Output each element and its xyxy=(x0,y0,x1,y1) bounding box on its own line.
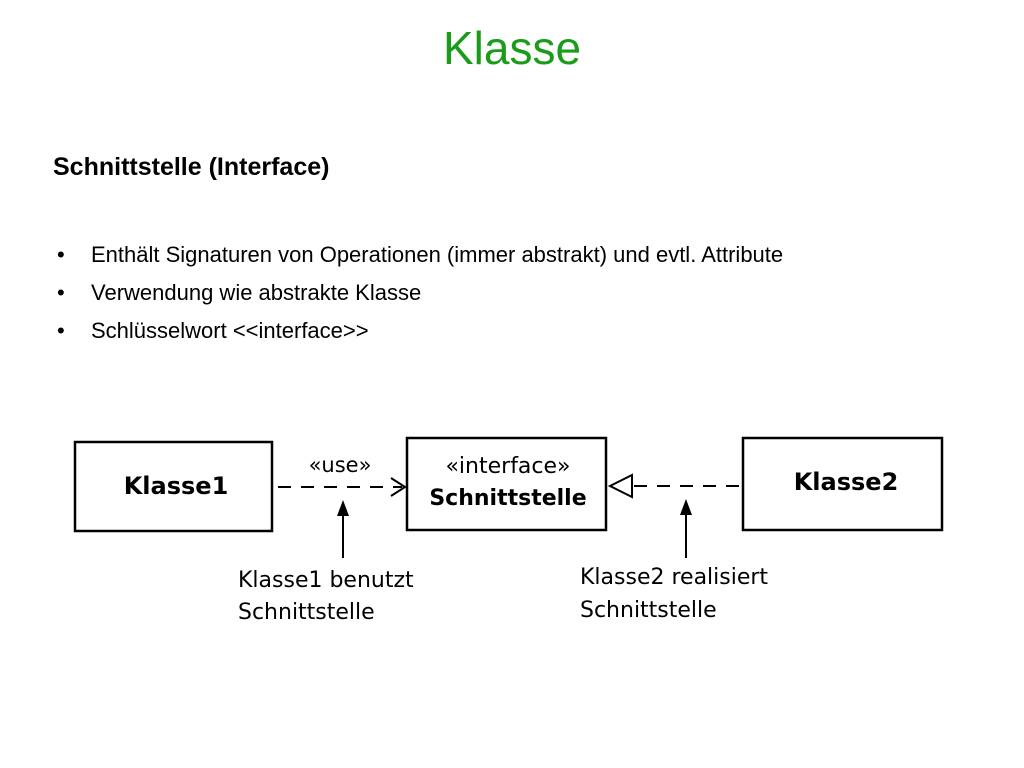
interface-label: Schnittstelle xyxy=(429,486,586,511)
bullet-dot-icon: • xyxy=(57,280,65,305)
realization-arrow xyxy=(607,473,741,499)
interface-box: «interface» Schnittstelle xyxy=(405,436,608,532)
bullet-item: • Enthält Signaturen von Operationen (im… xyxy=(53,236,783,274)
bullet-dot-icon: • xyxy=(57,242,65,267)
class1-box: Klasse1 xyxy=(73,440,274,533)
section-heading: Schnittstelle (Interface) xyxy=(53,153,330,181)
use-label: «use» xyxy=(309,453,372,477)
interface-stereotype: «interface» xyxy=(445,454,570,479)
bullet-dot-icon: • xyxy=(57,318,65,343)
class2-label: Klasse2 xyxy=(794,468,899,496)
bullet-item: • Schlüsselwort <<interface>> xyxy=(53,312,783,350)
note-left-pointer xyxy=(337,500,349,558)
note-right-line2: Schnittstelle xyxy=(580,598,717,623)
uml-diagram: Klasse1 «interface» Schnittstelle Klasse… xyxy=(0,420,1024,650)
class1-label: Klasse1 xyxy=(124,472,229,500)
bullet-text: Verwendung wie abstrakte Klasse xyxy=(91,280,422,305)
bullet-text: Enthält Signaturen von Operationen (imme… xyxy=(91,242,784,267)
uml-diagram-svg: Klasse1 «interface» Schnittstelle Klasse… xyxy=(73,436,944,625)
use-dependency-arrow: «use» xyxy=(278,453,407,497)
note-left-line1: Klasse1 benutzt xyxy=(238,568,414,593)
bullet-list: • Enthält Signaturen von Operationen (im… xyxy=(53,236,783,350)
slide-title: Klasse xyxy=(442,22,582,74)
note-right-pointer xyxy=(680,499,692,558)
class2-box: Klasse2 xyxy=(741,436,944,532)
note-right-line1: Klasse2 realisiert xyxy=(580,565,768,590)
bullet-text: Schlüsselwort <<interface>> xyxy=(91,318,369,343)
bullet-item: • Verwendung wie abstrakte Klasse xyxy=(53,274,783,312)
note-left-line2: Schnittstelle xyxy=(238,600,375,625)
